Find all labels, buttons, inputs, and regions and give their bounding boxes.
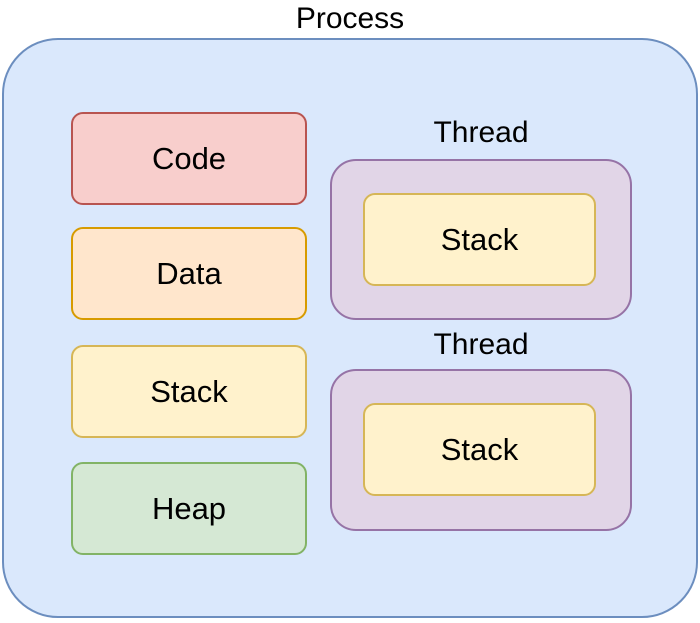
code-segment-block: Code xyxy=(71,112,307,205)
heap-segment-block: Heap xyxy=(71,462,307,555)
thread-2-stack-block: Stack xyxy=(363,403,596,496)
stack-segment-block: Stack xyxy=(71,345,307,438)
thread-2-container: Stack xyxy=(330,369,632,531)
stack-segment-label: Stack xyxy=(150,373,228,409)
thread-2-title: Thread xyxy=(433,328,529,361)
thread-2-stack-label: Stack xyxy=(440,431,519,467)
data-segment-label: Data xyxy=(156,255,222,291)
process-container: Code Data Stack Heap Thread Stack Thread… xyxy=(2,38,698,618)
data-segment-block: Data xyxy=(71,227,307,320)
thread-1-container: Stack xyxy=(330,159,632,320)
heap-segment-label: Heap xyxy=(151,490,227,526)
thread-1-title: Thread xyxy=(433,116,529,149)
process-title: Process xyxy=(295,2,405,35)
thread-1-stack-block: Stack xyxy=(363,193,596,286)
thread-1-stack-label: Stack xyxy=(440,221,519,257)
code-segment-label: Code xyxy=(151,140,227,176)
